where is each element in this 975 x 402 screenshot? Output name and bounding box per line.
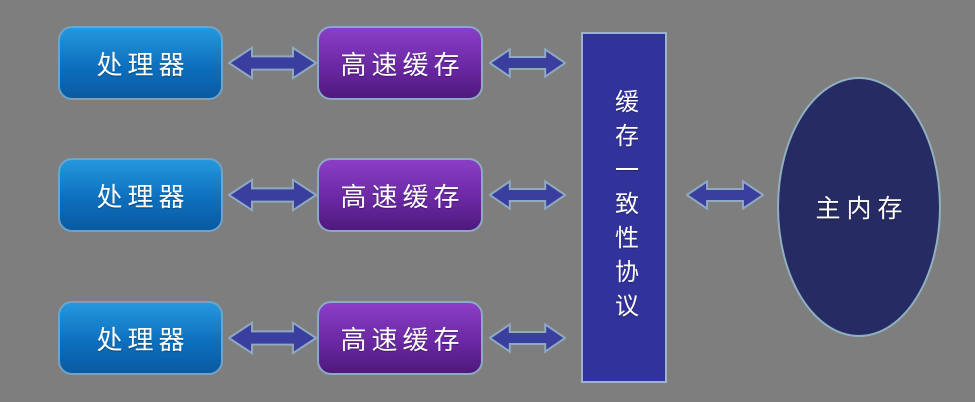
main-memory-ellipse: 主内存 [777,77,941,337]
processor-box-1: 处理器 [58,26,223,100]
cache-label-3: 高速缓存 [340,325,465,355]
protocol-bar-label: 缓存一致性协议 [610,88,637,327]
cache-box-1: 高速缓存 [317,26,483,100]
processor-box-3: 处理器 [58,301,223,375]
arrow-cache-protocol-2 [489,178,566,212]
double-arrow-icon [228,44,317,82]
processor-box-2: 处理器 [58,158,223,232]
processor-label-2: 处理器 [96,182,190,212]
arrow-cache-protocol-1 [489,46,566,80]
cache-label-1: 高速缓存 [340,50,465,80]
processor-label-3: 处理器 [96,325,190,355]
double-arrow-icon [489,178,566,212]
cache-box-2: 高速缓存 [317,158,483,232]
double-arrow-icon [686,178,764,212]
cache-coherence-protocol-bar: 缓存一致性协议 [581,32,667,383]
double-arrow-icon [228,319,317,357]
processor-label-1: 处理器 [96,50,190,80]
arrow-protocol-memory [686,178,764,212]
cache-box-3: 高速缓存 [317,301,483,375]
arrow-processor-cache-3 [228,319,317,357]
arrow-cache-protocol-3 [489,321,566,355]
arrow-processor-cache-1 [228,44,317,82]
double-arrow-icon [489,321,566,355]
arrow-processor-cache-2 [228,176,317,214]
double-arrow-icon [489,46,566,80]
cache-label-2: 高速缓存 [340,182,465,212]
main-memory-label: 主内存 [815,196,909,223]
double-arrow-icon [228,176,317,214]
